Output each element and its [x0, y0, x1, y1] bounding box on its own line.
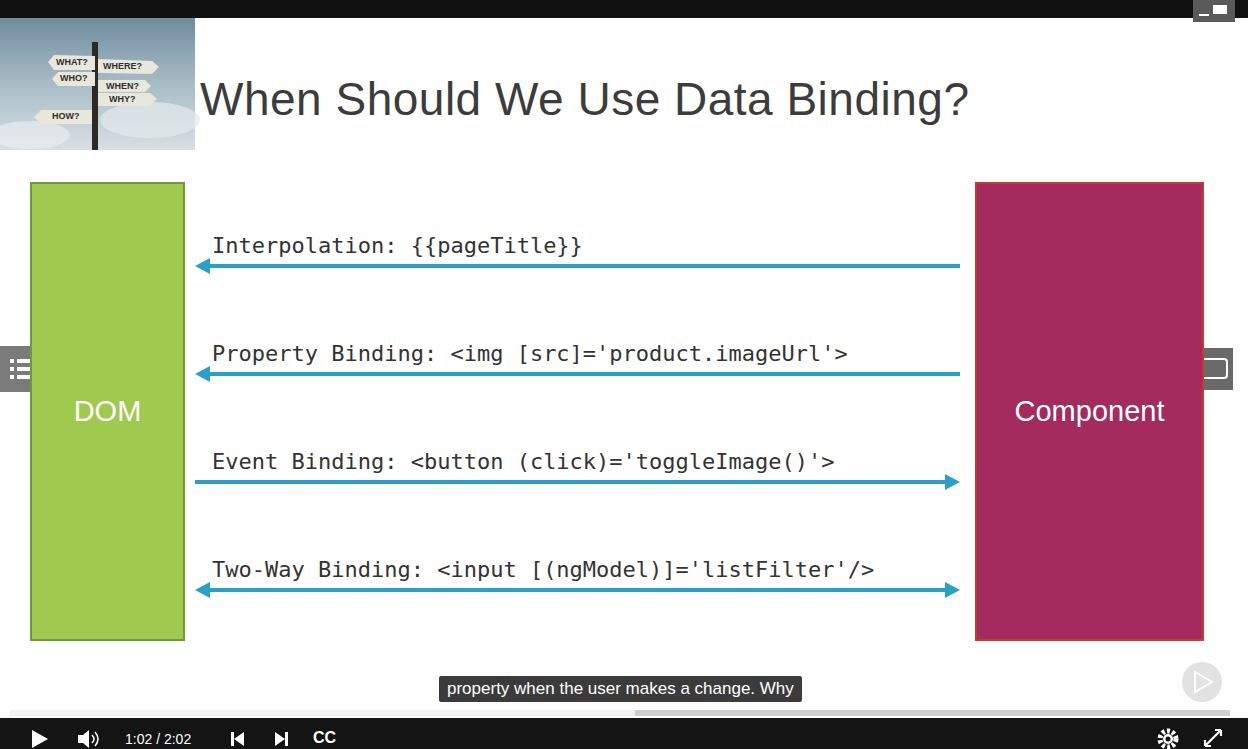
arrow-head [945, 582, 960, 598]
sign-text: WHO? [60, 73, 88, 83]
sign-text: WHAT? [56, 57, 88, 67]
settings-icon [1160, 731, 1176, 747]
top-bar [0, 0, 1248, 18]
binding-label: Interpolation: {{pageTitle}} [212, 233, 583, 258]
next-button [1182, 662, 1222, 702]
sign-board [98, 59, 159, 74]
captions-button: CC [313, 729, 336, 747]
progress-track [10, 710, 1230, 716]
sign-board [48, 55, 95, 70]
arrow-head [195, 582, 210, 598]
menu-icon [10, 359, 14, 363]
control-bar [0, 718, 1248, 749]
arrow-head [195, 366, 210, 382]
volume-icon [78, 730, 89, 748]
arrow-head [195, 258, 210, 274]
skip-forward-icon [285, 732, 288, 746]
time-display: 1:02 / 2:02 [125, 731, 191, 747]
sign-text: WHY? [109, 94, 136, 104]
binding-arrow [195, 582, 960, 598]
arrow-line [207, 264, 960, 268]
cloud [100, 102, 200, 138]
skip-back-icon [231, 732, 234, 746]
settings-icon [1163, 734, 1173, 744]
progress-played [10, 710, 635, 716]
binding-arrow [195, 474, 960, 490]
binding-label: Two-Way Binding: <input [(ngModel)]='lis… [212, 557, 874, 582]
arrow-line [207, 372, 960, 376]
sign-text: HOW? [52, 111, 80, 121]
cloud [0, 121, 70, 149]
settings-hole [1166, 737, 1171, 742]
binding-label: Event Binding: <button (click)='toggleIm… [212, 449, 835, 474]
skip-forward-icon [275, 732, 285, 746]
sign-board [34, 110, 92, 124]
binding-arrow [195, 366, 960, 382]
arrow-line [195, 480, 948, 484]
sign-text: WHEN? [106, 81, 139, 91]
menu-icon [10, 375, 14, 379]
fullscreen-icon [1205, 730, 1221, 746]
top-icon [1193, 0, 1235, 22]
play-icon [32, 730, 48, 748]
arrow-line [207, 588, 948, 592]
subtitle: property when the user makes a change. W… [439, 676, 802, 702]
sign-board [98, 93, 157, 106]
sign-board [52, 72, 95, 86]
node-label: DOM [74, 395, 142, 428]
sign-text: WHERE? [103, 61, 142, 71]
binding-label: Property Binding: <img [src]='product.im… [212, 341, 848, 366]
top-icon-mark [1213, 5, 1227, 14]
component-box: Component [975, 182, 1204, 641]
next-icon [1195, 672, 1212, 692]
top-icon-line [1199, 14, 1209, 16]
skip-back-icon [234, 732, 244, 746]
binding-arrow [195, 258, 960, 274]
menu-icon [10, 367, 14, 371]
slide-title: When Should We Use Data Binding? [200, 72, 969, 126]
sign-board [98, 80, 151, 92]
node-label: Component [1015, 395, 1165, 428]
volume-waves [92, 732, 98, 746]
dom-box: DOM [30, 182, 185, 641]
arrow-head [945, 474, 960, 490]
